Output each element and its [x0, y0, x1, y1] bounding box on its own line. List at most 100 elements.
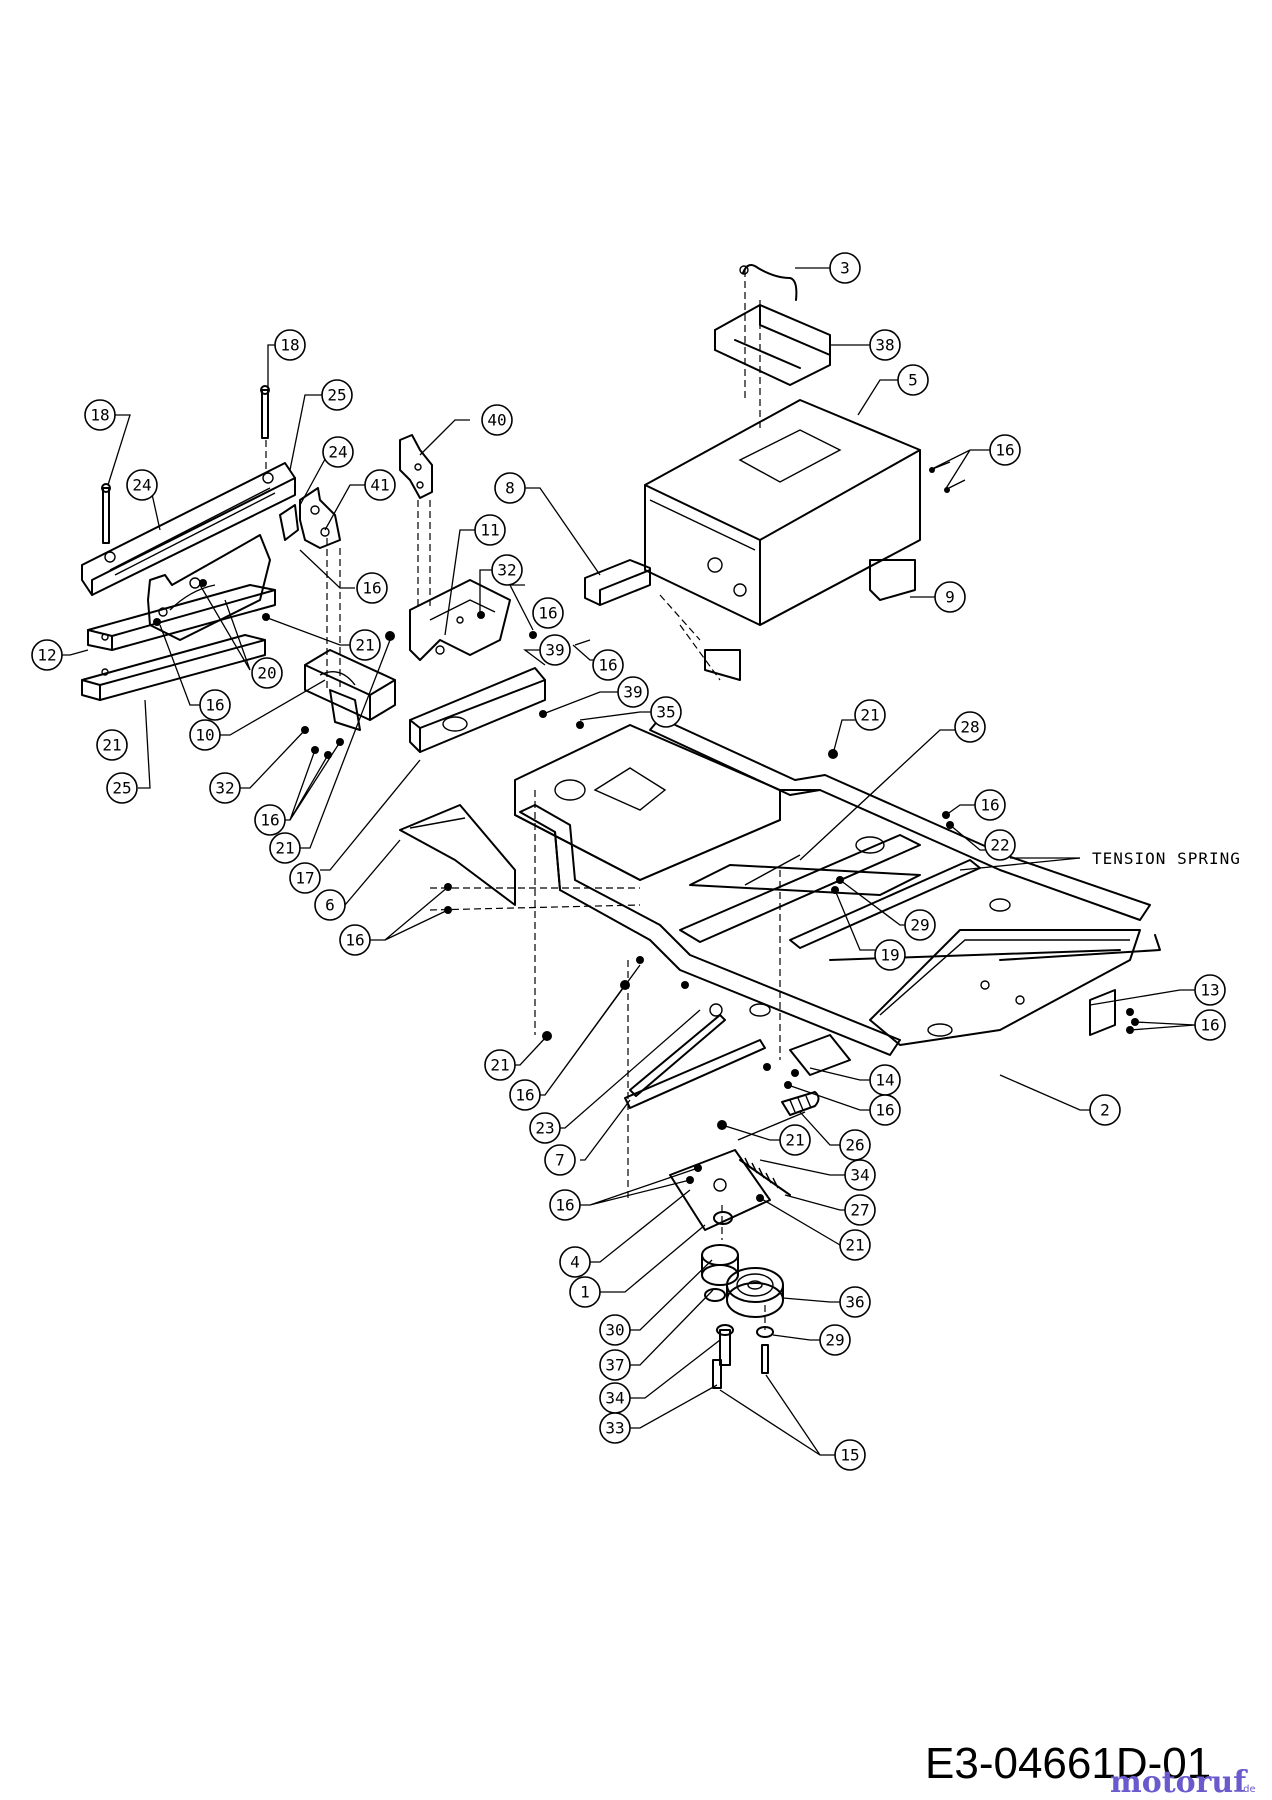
- callout-38: 38: [869, 329, 901, 361]
- svg-text:19: 19: [880, 946, 899, 965]
- callout-28: 28: [954, 711, 986, 743]
- callout-21: 21: [96, 729, 128, 761]
- callout-40: 40: [481, 404, 513, 436]
- callout-16: 16: [869, 1094, 901, 1126]
- callout-39: 39: [539, 634, 571, 666]
- tension-spring-annotation: TENSION SPRING: [1092, 849, 1241, 868]
- callout-25: 25: [321, 379, 353, 411]
- svg-text:35: 35: [656, 703, 675, 722]
- callout-2: 2: [1089, 1094, 1121, 1126]
- svg-text:18: 18: [280, 336, 299, 355]
- callout-21: 21: [839, 1229, 871, 1261]
- svg-text:32: 32: [497, 561, 516, 580]
- callout-18: 18: [274, 329, 306, 361]
- svg-text:25: 25: [327, 386, 346, 405]
- svg-text:12: 12: [37, 646, 56, 665]
- callout-22: 22: [984, 829, 1016, 861]
- svg-text:1: 1: [580, 1283, 590, 1302]
- callout-32: 32: [209, 772, 241, 804]
- callout-18: 18: [84, 399, 116, 431]
- svg-text:7: 7: [555, 1151, 565, 1170]
- callout-35: 35: [650, 696, 682, 728]
- callout-21: 21: [269, 832, 301, 864]
- svg-text:33: 33: [605, 1419, 624, 1438]
- callout-4: 4: [559, 1246, 591, 1278]
- callout-16: 16: [532, 597, 564, 629]
- svg-text:32: 32: [215, 779, 234, 798]
- callout-16: 16: [1194, 1009, 1226, 1041]
- svg-text:24: 24: [132, 476, 151, 495]
- svg-text:23: 23: [535, 1119, 554, 1138]
- svg-text:20: 20: [257, 664, 276, 683]
- svg-text:17: 17: [295, 869, 314, 888]
- callout-21: 21: [854, 699, 886, 731]
- svg-text:16: 16: [515, 1086, 534, 1105]
- svg-text:37: 37: [605, 1356, 624, 1375]
- svg-text:29: 29: [825, 1331, 844, 1350]
- svg-text:38: 38: [875, 336, 894, 355]
- svg-text:21: 21: [845, 1236, 864, 1255]
- callout-12: 12: [31, 639, 63, 671]
- svg-text:16: 16: [362, 579, 381, 598]
- callout-9: 9: [934, 581, 966, 613]
- svg-text:34: 34: [605, 1389, 624, 1408]
- svg-text:5: 5: [908, 371, 918, 390]
- svg-text:21: 21: [275, 839, 294, 858]
- main-frame-part: [399, 717, 1161, 1200]
- leader-lines: [62, 267, 1196, 1456]
- callout-16: 16: [356, 572, 388, 604]
- svg-text:27: 27: [850, 1201, 869, 1220]
- callout-17: 17: [289, 862, 321, 894]
- svg-text:30: 30: [605, 1321, 624, 1340]
- callout-37: 37: [599, 1349, 631, 1381]
- callout-30: 30: [599, 1314, 631, 1346]
- svg-text:39: 39: [545, 641, 564, 660]
- svg-text:18: 18: [90, 406, 109, 425]
- callout-23: 23: [529, 1112, 561, 1144]
- idler-pulley-part: [624, 989, 1134, 1389]
- callout-16: 16: [254, 804, 286, 836]
- svg-text:24: 24: [328, 443, 347, 462]
- callout-20: 20: [251, 657, 283, 689]
- svg-text:21: 21: [102, 736, 121, 755]
- svg-text:16: 16: [555, 1196, 574, 1215]
- svg-text:3: 3: [840, 259, 850, 278]
- svg-text:15: 15: [840, 1446, 859, 1465]
- callout-8: 8: [494, 472, 526, 504]
- callout-21: 21: [779, 1124, 811, 1156]
- watermark-brand: motoruf: [1110, 1765, 1248, 1800]
- svg-text:36: 36: [845, 1293, 864, 1312]
- svg-text:16: 16: [1200, 1016, 1219, 1035]
- svg-text:25: 25: [112, 779, 131, 798]
- svg-text:28: 28: [960, 718, 979, 737]
- svg-text:16: 16: [260, 811, 279, 830]
- callout-24: 24: [322, 436, 354, 468]
- svg-text:6: 6: [325, 896, 335, 915]
- svg-text:21: 21: [860, 706, 879, 725]
- callout-14: 14: [869, 1064, 901, 1096]
- callout-39: 39: [617, 676, 649, 708]
- svg-text:26: 26: [845, 1136, 864, 1155]
- callout-34: 34: [599, 1382, 631, 1414]
- callout-16: 16: [549, 1189, 581, 1221]
- callout-16: 16: [199, 689, 231, 721]
- callout-32: 32: [491, 554, 523, 586]
- battery-box-part: [584, 263, 966, 681]
- callout-21: 21: [484, 1049, 516, 1081]
- svg-text:21: 21: [490, 1056, 509, 1075]
- callouts: 3 38 5 16 9 8 40 11 32 16 16 39 39 35 18…: [31, 252, 1226, 1471]
- callout-15: 15: [834, 1439, 866, 1471]
- svg-text:16: 16: [980, 796, 999, 815]
- svg-text:40: 40: [487, 411, 506, 430]
- svg-text:16: 16: [995, 441, 1014, 460]
- svg-text:16: 16: [345, 931, 364, 950]
- svg-text:41: 41: [370, 476, 389, 495]
- callout-16: 16: [989, 434, 1021, 466]
- steering-bracket-part: [399, 434, 584, 753]
- callout-19: 19: [874, 939, 906, 971]
- callout-26: 26: [839, 1129, 871, 1161]
- callout-29: 29: [819, 1324, 851, 1356]
- callout-3: 3: [829, 252, 861, 284]
- callout-7: 7: [544, 1144, 576, 1176]
